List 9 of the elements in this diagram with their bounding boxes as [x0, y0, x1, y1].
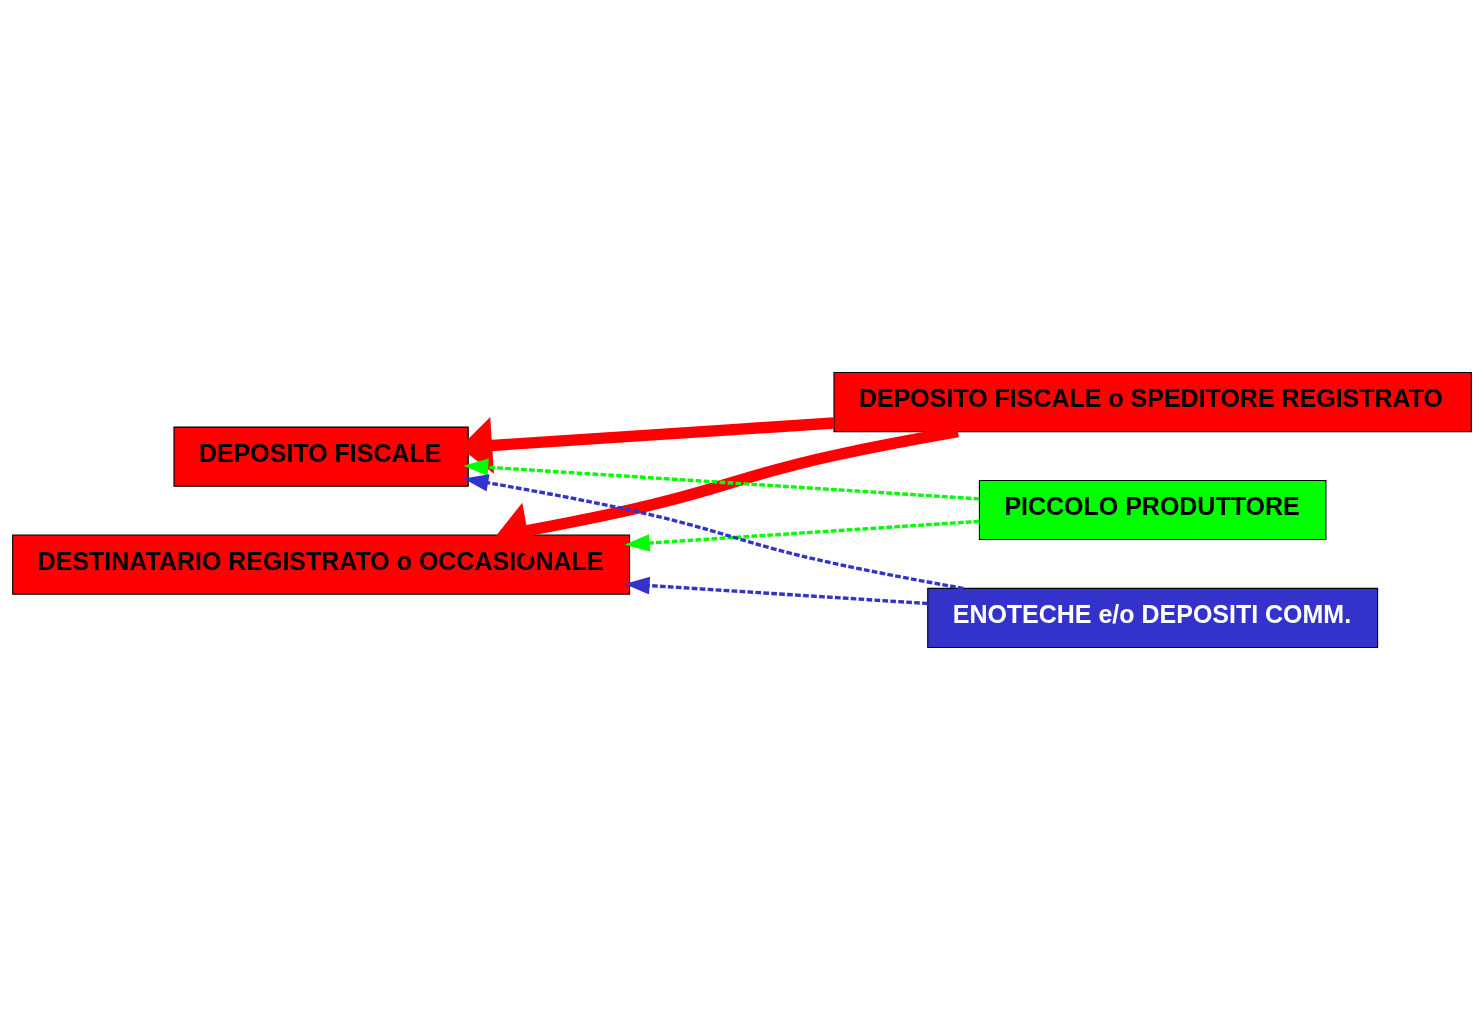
arrow: [624, 519, 980, 552]
node-box: DEPOSITO FISCALE: [173, 426, 469, 487]
arrow: [463, 474, 964, 590]
node-box: PICCOLO PRODUTTORE: [978, 479, 1327, 541]
node-box: DEPOSITO FISCALE o SPEDITORE REGISTRATO: [833, 371, 1472, 433]
node-box: ENOTECHE e/o DEPOSITI COMM.: [927, 587, 1379, 649]
arrow: [463, 458, 980, 501]
node-box: DESTINATARIO REGISTRATO o OCCASIONALE: [12, 534, 631, 595]
arrow: [624, 576, 928, 606]
